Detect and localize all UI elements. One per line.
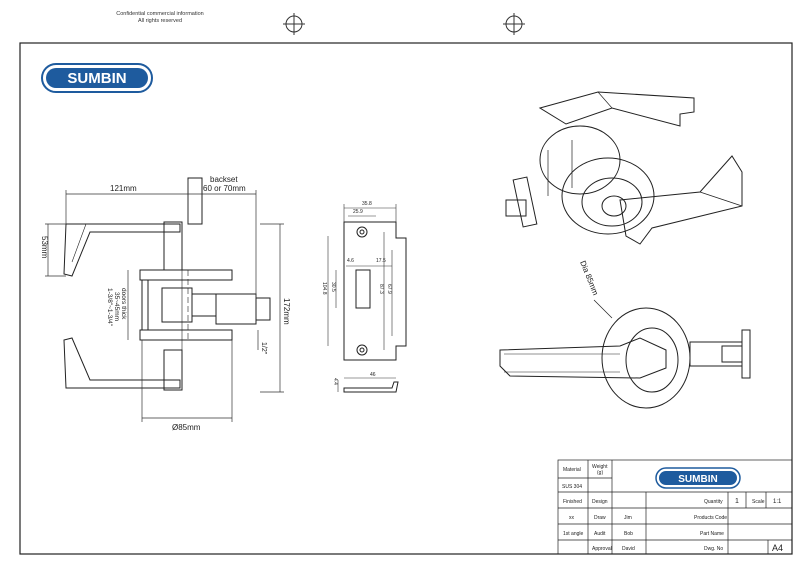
side-lever [499, 337, 667, 379]
title-block-text: Material SUS 304 Weight (g) Finished Des… [562, 464, 783, 553]
weight-label: Weight [592, 464, 608, 470]
rose-diameter-label: Ø85mm [172, 423, 201, 432]
approval-label: Approval [592, 546, 612, 552]
sheet-size-label: A4 [772, 543, 783, 553]
width-dimension-label: 121mm [110, 184, 137, 193]
overall-height-label: 172mm [282, 298, 291, 325]
drawing-number-label: Dwg. No [704, 546, 723, 552]
registration-mark-left [283, 13, 305, 35]
front-dimensions [45, 180, 284, 422]
registration-mark-right [503, 13, 525, 35]
quantity-label: Quantity [704, 499, 723, 505]
quantity-value: 1 [735, 498, 739, 505]
half-inch-label: 1/2" [260, 342, 267, 355]
strike-lip-depth: 4.4 [332, 378, 338, 385]
title-block-logo: SUMBIN [655, 467, 741, 489]
material-value: SUS 304 [562, 484, 582, 490]
sumbin-logo: SUMBIN [41, 63, 153, 93]
door-thickness-line-1: doors thick [120, 288, 127, 320]
top-lever [63, 223, 181, 277]
confidential-line-1: Confidential commercial information [116, 11, 204, 17]
strike-side-height: 67.9 [386, 284, 392, 294]
door-thickness-line-2: 35~45mm [113, 292, 120, 321]
front-view [63, 177, 271, 391]
door-thickness-line-3: 1-3/8"~1-3/4" [106, 288, 113, 327]
strike-slot-height: 30.5 [330, 282, 336, 292]
strike-dimensions [327, 204, 397, 392]
iso-top-lever [538, 91, 695, 127]
strike-top-width: 35.8 [362, 201, 372, 207]
logo-text: SUMBIN [67, 70, 126, 87]
scale-value: 1:1 [773, 499, 782, 505]
strike-dimension-labels: 35.8 25.9 4.6 17.5 104.8 30.5 87.3 67.9 … [321, 201, 392, 385]
isometric-view [505, 91, 743, 245]
backset-label: backset [210, 175, 238, 184]
bottom-lever [63, 337, 181, 389]
front-dimension-labels: 121mm backset 60 or 70mm 53mm doors thic… [40, 175, 291, 432]
material-label: Material [563, 467, 581, 473]
lever-height-label: 53mm [40, 236, 49, 259]
strike-total-height: 104.8 [321, 282, 327, 295]
approval-value: David [622, 546, 635, 552]
design-label: Design [592, 499, 608, 505]
side-view [499, 299, 751, 409]
weight-unit: (g) [597, 470, 603, 476]
strike-inner-width: 25.9 [353, 209, 363, 215]
product-code-label: Products Code [694, 515, 727, 521]
finished-label: Finished [563, 499, 582, 505]
audit-value: Bob [624, 531, 633, 537]
side-rose-label: Dia 85mm [578, 259, 600, 296]
confidential-notice: Confidential commercial information All … [110, 11, 210, 25]
confidential-line-2: All rights reserved [137, 18, 183, 24]
drawing-border [19, 42, 793, 555]
backset-value-label: 60 or 70mm [203, 184, 246, 193]
draw-label: Draw [594, 515, 606, 521]
title-block-logo-text: SUMBIN [678, 474, 717, 485]
draw-value: Jim [624, 515, 632, 521]
strike-hole-spacing: 87.3 [378, 284, 384, 294]
row3-left-value: xx [569, 515, 575, 521]
scale-label: Scale [752, 499, 765, 505]
strike-slot-offset: 4.6 [347, 258, 354, 264]
angle-label: 1st angle [563, 531, 584, 537]
strike-lip-width: 46 [370, 372, 376, 378]
audit-label: Audit [594, 531, 606, 537]
side-rose [601, 307, 691, 409]
part-name-label: Part Name [700, 531, 724, 537]
title-block [557, 459, 793, 555]
strike-plate [343, 221, 407, 393]
strike-slot-width: 17.5 [376, 258, 386, 264]
